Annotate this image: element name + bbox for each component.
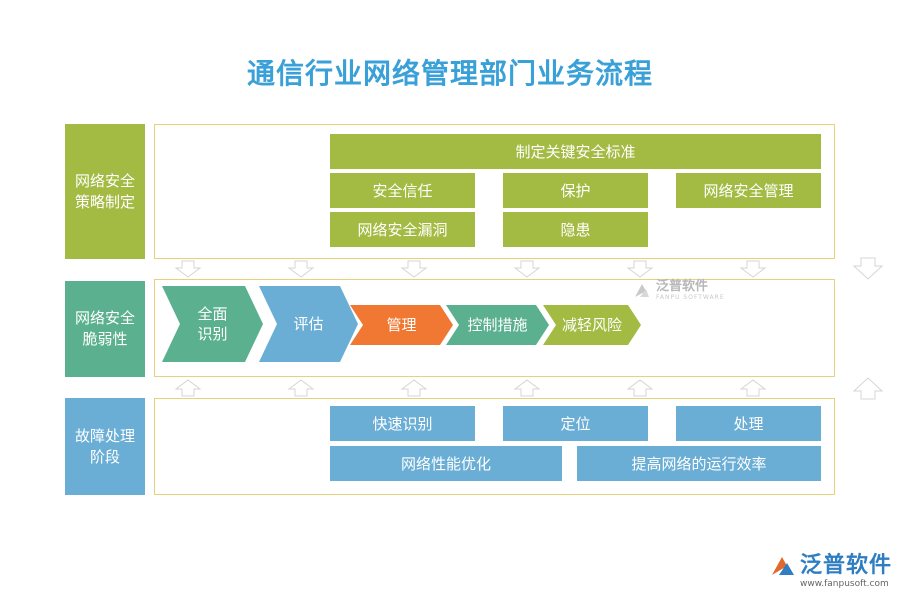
page-title: 通信行业网络管理部门业务流程	[246, 57, 653, 90]
row-label-fault-text: 故障处理阶段	[74, 426, 135, 466]
up-arrow-icon	[852, 377, 884, 400]
up-arrow-icon	[400, 379, 428, 397]
item-quick-identify: 快速识别	[330, 406, 475, 441]
row-label-strategy-text: 网络安全策略制定	[74, 171, 135, 211]
corner-logo: 泛普软件 www.fanpusoft.com	[770, 553, 892, 589]
corner-logo-url: www.fanpusoft.com	[800, 579, 889, 589]
down-arrow-icon	[852, 257, 884, 280]
watermark-sub: FANPU SOFTWARE	[656, 294, 725, 301]
down-arrow-icon	[174, 260, 202, 278]
item-handle: 处理	[676, 406, 821, 441]
item-locate: 定位	[503, 406, 648, 441]
step-control: 控制措施	[467, 316, 528, 334]
up-arrow-icon	[174, 379, 202, 397]
corner-logo-name: 泛普软件	[800, 553, 893, 578]
item-protection: 保护	[503, 173, 648, 208]
item-efficiency: 提高网络的运行效率	[577, 446, 821, 481]
step-manage: 管理	[386, 316, 417, 334]
row-label-vulnerability-text: 网络安全脆弱性	[74, 309, 135, 348]
fanpu-logo-icon	[635, 283, 649, 297]
watermark-logo: 泛普软件 FANPU SOFTWARE	[632, 280, 725, 301]
down-arrow-icon	[400, 260, 428, 278]
step-identify: 全面识别	[180, 286, 245, 362]
up-arrow-icon	[739, 379, 767, 397]
step-mitigate: 减轻风险	[561, 316, 622, 334]
item-security-management: 网络安全管理	[676, 173, 821, 208]
item-security-trust: 安全信任	[330, 173, 475, 208]
row-label-fault: 故障处理阶段	[65, 398, 145, 495]
item-hidden-danger: 隐患	[503, 212, 648, 247]
row-label-vulnerability: 网络安全脆弱性	[65, 281, 145, 377]
header-key-security-standard: 制定关键安全标准	[330, 134, 821, 169]
up-arrow-icon	[513, 379, 541, 397]
down-arrow-icon	[287, 260, 315, 278]
row-label-strategy: 网络安全策略制定	[65, 124, 145, 259]
up-arrow-icon	[287, 379, 315, 397]
item-performance-optimize: 网络性能优化	[330, 446, 562, 481]
up-arrow-icon	[626, 379, 654, 397]
down-arrow-icon	[513, 260, 541, 278]
down-arrow-icon	[739, 260, 767, 278]
watermark-name: 泛普软件	[656, 279, 709, 294]
fanpu-logo-icon	[772, 557, 794, 575]
step-identify-text: 全面识别	[197, 305, 228, 343]
step-assess: 评估	[293, 315, 324, 333]
down-arrow-icon	[626, 260, 654, 278]
item-security-vulnerability: 网络安全漏洞	[330, 212, 475, 247]
